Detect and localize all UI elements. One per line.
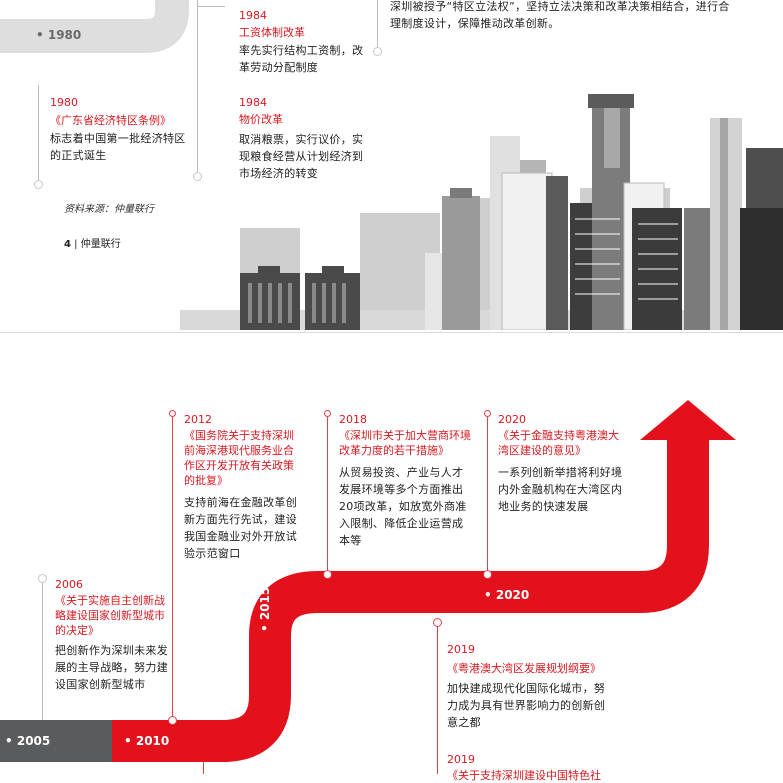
band-year-1980: • 1980	[36, 28, 82, 42]
connector-dot	[38, 574, 47, 583]
event-body: 率先实行结构工资制，改革劳动分配制度	[239, 44, 364, 74]
event-title: 《深圳市关于加大营商环境改革力度的若干措施》	[339, 429, 471, 457]
band-label-2005-text: 2005	[16, 734, 51, 748]
event-title: 工资体制改革	[239, 26, 305, 39]
connector-line	[172, 415, 173, 720]
event-year: 2012	[184, 413, 212, 426]
event-year: 2006	[55, 578, 83, 591]
event-2020: 2020 《关于金融支持粤港澳大湾区建设的意见》 一系列创新举措将利好境内外金融…	[498, 413, 626, 515]
connector-dot	[34, 180, 43, 189]
band-label-2010-text: 2010	[135, 734, 170, 748]
page-brand: 仲量联行	[80, 239, 121, 250]
connector-dot	[484, 410, 491, 417]
event-body: 一系列创新举措将利好境内外金融机构在大湾区内地业务的快速发展	[498, 466, 623, 513]
connector-line	[203, 762, 204, 774]
timeline-band-2005-2020	[0, 400, 736, 762]
event-body: 标志着中国第一批经济特区的正式诞生	[50, 132, 186, 162]
event-title: 《广东省经济特区条例》	[50, 114, 171, 127]
event-1980: 1980 《广东省经济特区条例》 标志着中国第一批经济特区的正式诞生	[50, 96, 190, 164]
event-body: 取消粮票，实行议价，实现粮食经营从计划经济到市场经济的转变	[239, 133, 364, 180]
event-year: 2019	[447, 753, 475, 766]
connector-dot	[373, 47, 382, 56]
event-title: 《粤港澳大湾区发展规划纲要》	[447, 662, 601, 675]
band-year-1980-label: 1980	[47, 28, 82, 42]
event-1984-wage: 1984 工资体制改革 率先实行结构工资制，改革劳动分配制度	[239, 9, 369, 76]
event-year: 1984	[239, 9, 267, 22]
connector-dot	[169, 410, 176, 417]
event-year: 1984	[239, 96, 267, 109]
band-label-2005: • 2005	[5, 734, 51, 748]
legislation-text: 深圳被授予“特区立法权”，坚持立法决策和改革决策相结合，进行合理制度设计，保障推…	[390, 0, 730, 30]
event-body: 从贸易投资、产业与人才发展环境等多个方面推出20项改革，如放宽外商准入限制、降低…	[339, 466, 467, 547]
event-2019-pilot: 2019 《关于支持深圳建设中国特色社	[447, 753, 647, 783]
timeline-band-1980	[0, 0, 189, 53]
connector-dot	[193, 172, 202, 181]
event-title: 《关于金融支持粤港澳大湾区建设的意见》	[498, 429, 619, 457]
band-label-2010: • 2010	[124, 734, 170, 748]
event-body: 把创新作为深圳未来发展的主导战略，努力建设国家创新型城市	[55, 644, 168, 691]
connector-line	[487, 415, 488, 575]
connector-line	[437, 622, 438, 774]
event-body: 加快建成现代化国际化城市，努力成为具有世界影响力的创新创意之都	[447, 682, 606, 729]
event-body: 支持前海在金融改革创新方面先行先试，建设我国金融业对外开放试验示范窗口	[184, 496, 297, 560]
connector-line	[42, 578, 43, 720]
source-note: 资料来源：仲量联行	[64, 204, 154, 215]
event-2019-gba: 2019 《粤港澳大湾区发展规划纲要》 加快建成现代化国际化城市，努力成为具有世…	[447, 643, 612, 731]
event-1984-price: 1984 物价改革 取消粮票，实行议价，实现粮食经营从计划经济到市场经济的转变	[239, 96, 369, 182]
event-2012: 2012 《国务院关于支持深圳前海深港现代服务业合作区开发开放有关政策的批复》 …	[184, 413, 304, 562]
connector-line	[38, 85, 39, 185]
event-year: 2020	[498, 413, 526, 426]
event-title: 《关于实施自主创新战略建设国家创新型城市的决定》	[55, 594, 165, 637]
event-2006: 2006 《关于实施自主创新战略建设国家创新型城市的决定》 把创新作为深圳未来发…	[55, 578, 170, 693]
connector-dot	[324, 410, 331, 417]
city-skyline-illustration	[180, 94, 783, 330]
event-2018: 2018 《深圳市关于加大营商环境改革力度的若干措施》 从贸易投资、产业与人才发…	[339, 413, 474, 549]
page-footer: 4 | 仲量联行	[64, 239, 121, 250]
page-number: 4	[64, 239, 71, 250]
event-title: 物价改革	[239, 113, 283, 126]
connector-dot	[323, 570, 332, 579]
connector-line	[197, 6, 225, 7]
event-year: 2019	[447, 643, 475, 656]
band-label-2020-text: 2020	[495, 588, 530, 602]
band-label-2020: • 2020	[484, 588, 530, 602]
connector-dot	[168, 716, 177, 725]
band-label-2015: • 2015	[258, 586, 272, 632]
event-year: 1980	[50, 96, 78, 109]
event-year: 2018	[339, 413, 367, 426]
connector-line	[377, 0, 378, 50]
page-divider	[0, 332, 783, 333]
connector-dot	[483, 570, 492, 579]
event-title: 《关于支持深圳建设中国特色社	[447, 769, 601, 782]
event-title: 《国务院关于支持深圳前海深港现代服务业合作区开发开放有关政策的批复》	[184, 429, 294, 487]
connector-line	[327, 415, 328, 575]
connector-dot	[433, 618, 442, 627]
connector-line	[197, 0, 198, 175]
band-label-2015-text: 2015	[258, 586, 272, 621]
